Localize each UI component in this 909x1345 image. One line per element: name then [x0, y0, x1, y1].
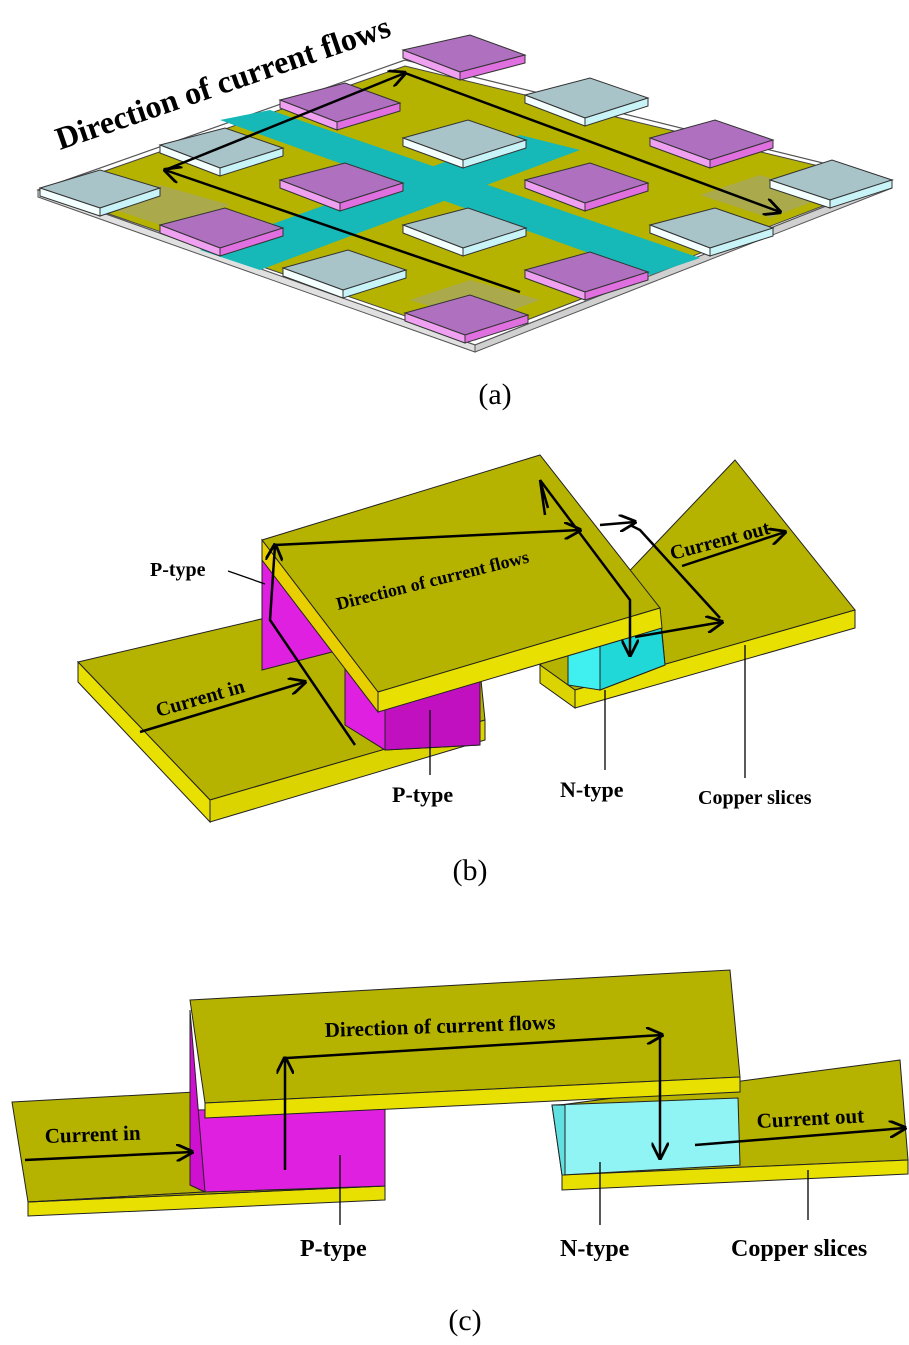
panel-b-label-ntype: N-type: [560, 777, 624, 802]
panel-c-label-copper: Copper slices: [731, 1236, 867, 1262]
panel-c-label-ntype: N-type: [560, 1236, 630, 1262]
panel-c-ntype-leg-shade: [552, 1105, 565, 1175]
panel-a: Direction of current flows (a): [38, 8, 892, 411]
panel-b-label-ptype-bottom: P-type: [392, 782, 453, 807]
panel-c-left-copper: [12, 1092, 205, 1202]
panel-c-ntype-leg: [552, 1098, 740, 1175]
panel-c: Direction of current flows Current in Cu…: [12, 970, 908, 1337]
panel-b-caption: (b): [453, 854, 488, 887]
panel-c-caption: (c): [448, 1304, 481, 1337]
panel-c-ptype-leg: [190, 1108, 385, 1192]
panel-a-caption: (a): [478, 378, 511, 411]
panel-b-label-copper: Copper slices: [698, 787, 812, 809]
panel-b-leader-ptype-top: [228, 571, 265, 584]
panel-b-label-ptype-top: P-type: [150, 559, 206, 581]
panel-c-label-current-in: Current in: [44, 1121, 141, 1148]
panel-b: P-type Direction of current flows Curren…: [78, 455, 855, 887]
panel-c-label-ptype: P-type: [300, 1236, 367, 1262]
